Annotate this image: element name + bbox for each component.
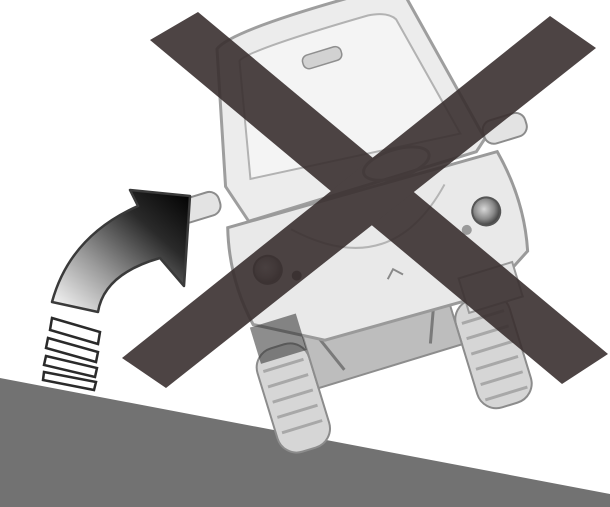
arrow-tail-segments [43,318,100,390]
